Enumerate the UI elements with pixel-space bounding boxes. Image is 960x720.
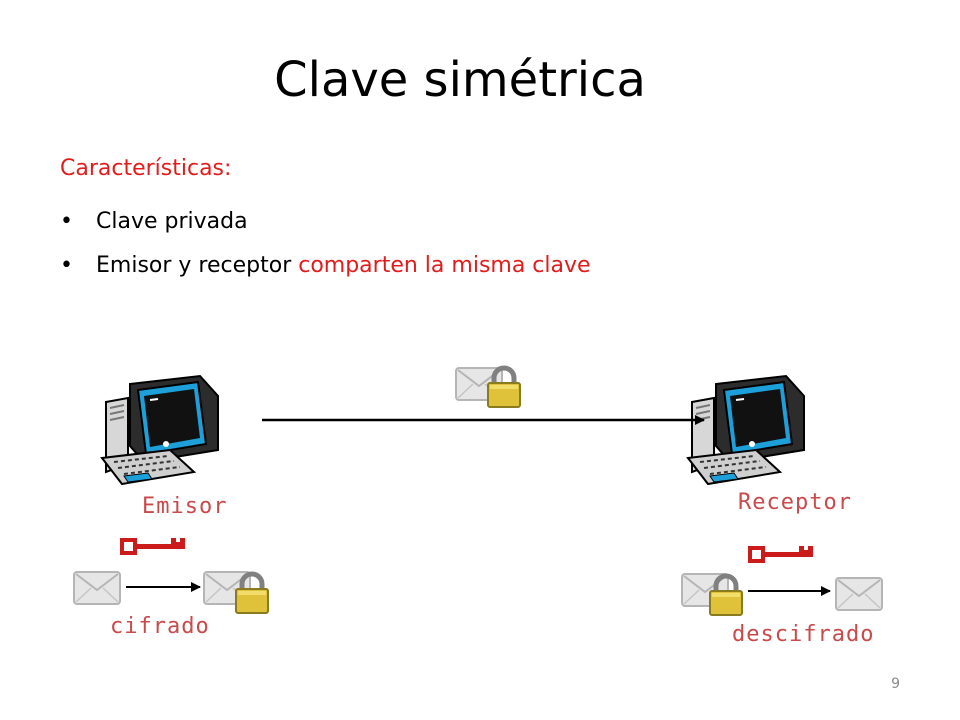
encrypt-label: cifrado bbox=[110, 614, 210, 639]
slide-title: Clave simétrica bbox=[274, 52, 646, 108]
padlock-icon bbox=[488, 368, 520, 407]
bullet-list: • Clave privada • Emisor y receptor comp… bbox=[60, 200, 591, 288]
bullet-marker: • bbox=[60, 209, 73, 234]
plain-envelope-icon bbox=[835, 577, 883, 611]
receiver-computer-icon bbox=[687, 375, 805, 485]
bullet-marker: • bbox=[60, 253, 73, 278]
sender-key-icon bbox=[120, 536, 187, 555]
sender-label: Emisor bbox=[142, 494, 228, 519]
page-number: 9 bbox=[891, 676, 900, 692]
plain-envelope-icon bbox=[73, 571, 121, 605]
subheading: Características: bbox=[60, 156, 232, 181]
decrypt-label: descifrado bbox=[732, 622, 875, 647]
receiver-key-icon bbox=[748, 544, 815, 563]
sender-computer-icon bbox=[101, 375, 219, 485]
receiver-label: Receptor bbox=[738, 490, 852, 515]
bullet-item: • Clave privada bbox=[60, 200, 591, 244]
bullet-text: Clave privada bbox=[96, 209, 248, 234]
bullet-text: Emisor y receptor bbox=[96, 253, 299, 278]
bullet-item: • Emisor y receptor comparten la misma c… bbox=[60, 244, 591, 288]
padlock-icon bbox=[236, 574, 268, 613]
bullet-highlight: comparten la misma clave bbox=[298, 253, 591, 278]
